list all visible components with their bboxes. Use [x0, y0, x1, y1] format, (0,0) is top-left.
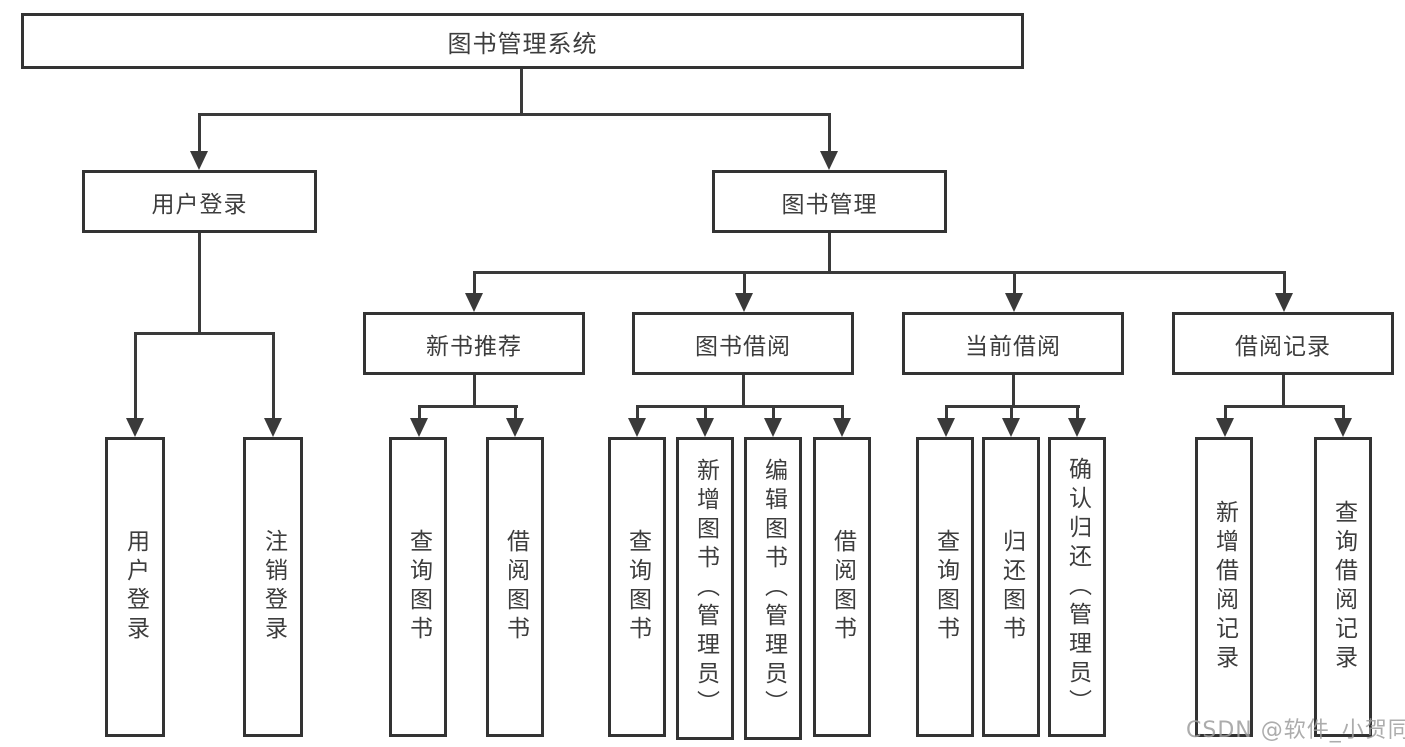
leaf-add-book-admin: 新增图书（管理员） [676, 437, 734, 740]
arrowhead-down-icon [1068, 418, 1086, 437]
arrowhead-down-icon [264, 418, 282, 437]
arrowhead-down-icon [410, 418, 428, 437]
connector-line [134, 332, 275, 335]
connector-line [828, 113, 831, 153]
leaf-borrow-books-recommend: 借阅图书 [486, 437, 544, 737]
arrowhead-down-icon [735, 293, 753, 312]
node-user-login: 用户登录 [82, 170, 317, 233]
arrowhead-down-icon [820, 151, 838, 170]
arrowhead-down-icon [506, 418, 524, 437]
leaf-query-books-recommend: 查询图书 [389, 437, 447, 737]
arrowhead-down-icon [1002, 418, 1020, 437]
arrowhead-down-icon [1216, 418, 1234, 437]
connector-line [1012, 375, 1015, 408]
node-root: 图书管理系统 [21, 13, 1024, 69]
leaf-user-login: 用户登录 [105, 437, 165, 737]
connector-line [1283, 271, 1286, 299]
connector-line [514, 405, 517, 422]
connector-line [198, 113, 831, 116]
node-book-management: 图书管理 [712, 170, 947, 233]
connector-line [473, 271, 1286, 274]
leaf-query-borrow-record: 查询借阅记录 [1314, 437, 1372, 737]
connector-line [945, 405, 948, 422]
connector-line [1010, 405, 1013, 422]
leaf-edit-book-admin: 编辑图书（管理员） [744, 437, 802, 740]
arrowhead-down-icon [190, 151, 208, 170]
leaf-borrow-books: 借阅图书 [813, 437, 871, 737]
connector-line [473, 375, 476, 408]
connector-line [198, 233, 201, 335]
node-borrow-records: 借阅记录 [1172, 312, 1394, 375]
connector-line [1013, 271, 1016, 299]
node-new-book-recommend: 新书推荐 [363, 312, 585, 375]
node-current-borrow: 当前借阅 [902, 312, 1124, 375]
connector-line [1342, 405, 1345, 422]
arrowhead-down-icon [1334, 418, 1352, 437]
leaf-query-books-current: 查询图书 [916, 437, 974, 737]
connector-line [636, 405, 844, 408]
arrowhead-down-icon [696, 418, 714, 437]
leaf-return-book: 归还图书 [982, 437, 1040, 737]
connector-line [743, 271, 746, 299]
connector-line [828, 233, 831, 274]
connector-line [1282, 375, 1285, 408]
arrowhead-down-icon [764, 418, 782, 437]
arrowhead-down-icon [1275, 293, 1293, 312]
leaf-logout: 注销登录 [243, 437, 303, 737]
connector-line [742, 375, 745, 408]
arrowhead-down-icon [1005, 293, 1023, 312]
arrowhead-down-icon [628, 418, 646, 437]
node-book-borrow: 图书借阅 [632, 312, 854, 375]
leaf-query-books-borrow: 查询图书 [608, 437, 666, 737]
connector-line [1076, 405, 1079, 422]
connector-line [841, 405, 844, 422]
watermark: CSDN @软件_小贺同学 [1186, 718, 1405, 743]
connector-line [704, 405, 707, 422]
connector-line [1224, 405, 1227, 422]
connector-line [134, 332, 137, 420]
connector-line [520, 66, 523, 116]
leaf-add-borrow-record: 新增借阅记录 [1195, 437, 1253, 737]
arrowhead-down-icon [126, 418, 144, 437]
connector-line [198, 113, 201, 153]
arrowhead-down-icon [465, 293, 483, 312]
connector-line [418, 405, 421, 422]
connector-line [772, 405, 775, 422]
connector-line [1224, 405, 1345, 408]
connector-line [272, 332, 275, 420]
arrowhead-down-icon [937, 418, 955, 437]
connector-line [473, 271, 476, 299]
leaf-confirm-return-admin: 确认归还（管理员） [1048, 437, 1106, 737]
arrowhead-down-icon [833, 418, 851, 437]
connector-line [418, 405, 518, 408]
connector-line [636, 405, 639, 422]
